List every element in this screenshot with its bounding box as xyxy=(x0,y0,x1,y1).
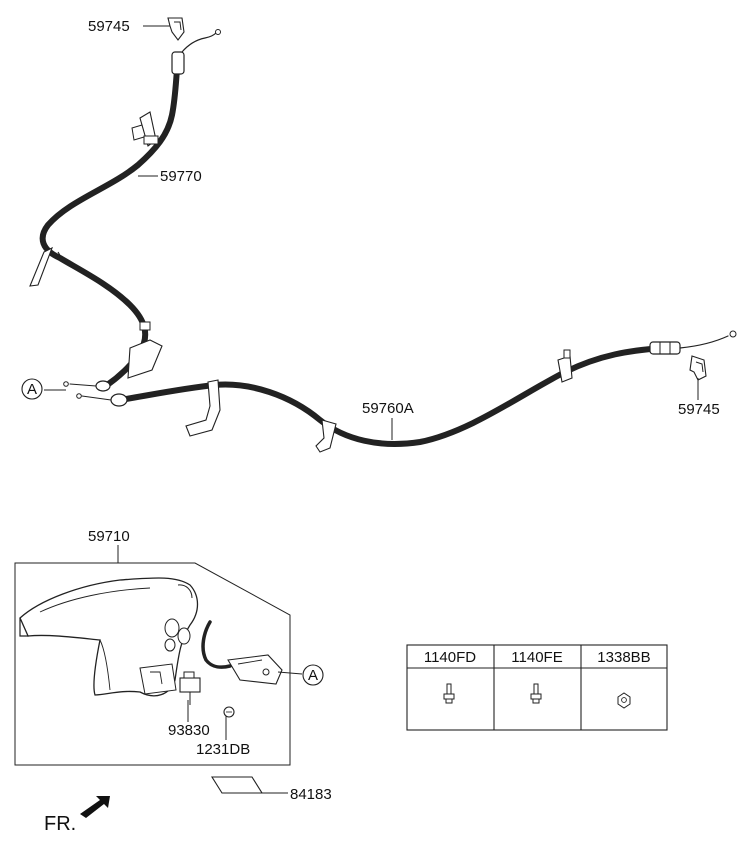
flange-bolt-icon xyxy=(443,683,455,704)
callout-84183: 84183 xyxy=(290,786,332,803)
flange-bolt-icon xyxy=(530,683,542,704)
front-direction-label: FR. xyxy=(44,813,76,835)
clip-top xyxy=(167,17,185,41)
callout-59770: 59770 xyxy=(160,168,202,185)
leader-lines xyxy=(44,25,699,794)
lever-bolt xyxy=(223,706,235,718)
front-direction-arrow-icon xyxy=(80,796,110,818)
callout-59760a: 59760A xyxy=(362,400,414,417)
table-header-1338bb: 1338BB xyxy=(597,649,650,666)
marker-a-left: A xyxy=(21,378,43,400)
lever-assy-frame xyxy=(14,562,291,766)
pad-84183 xyxy=(211,776,263,794)
table-header-1140fe: 1140FE xyxy=(511,649,562,666)
callout-59710: 59710 xyxy=(88,528,130,545)
callout-59745-right: 59745 xyxy=(678,401,720,418)
callout-59745-top: 59745 xyxy=(88,18,130,35)
front-brake-cable xyxy=(29,29,221,392)
callout-93830: 93830 xyxy=(168,722,210,739)
marker-a-lever-label: A xyxy=(308,667,318,684)
marker-a-left-label: A xyxy=(27,381,37,398)
fastener-table: 1140FD 1140FE 1338BB xyxy=(406,644,668,731)
marker-a-lever: A xyxy=(302,664,324,686)
table-header-1140fd: 1140FD xyxy=(424,649,476,666)
nut-icon xyxy=(617,692,631,709)
clip-right xyxy=(689,355,707,381)
parking-lever-cover xyxy=(19,577,199,697)
lever-cable-equalizer xyxy=(201,620,283,685)
brake-switch xyxy=(179,671,201,705)
rear-brake-cable xyxy=(76,330,737,453)
callout-1231db: 1231DB xyxy=(196,741,250,758)
